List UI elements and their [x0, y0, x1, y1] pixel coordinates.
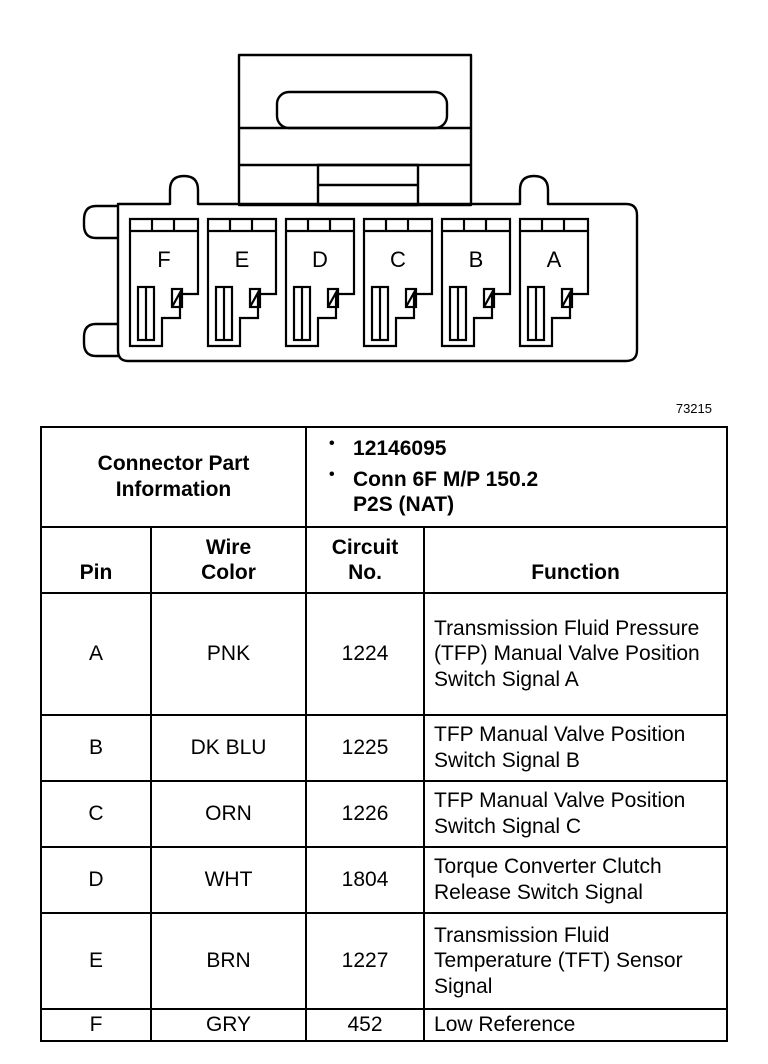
cell-function: Torque Converter Clutch Release Switch S… — [423, 846, 729, 914]
connector-pinout-table: Connector Part Information •12146095 •Co… — [39, 426, 729, 1042]
terminal-marker — [248, 287, 262, 309]
pin-label: F — [157, 247, 170, 272]
table-row: B DK BLU 1225 TFP Manual Valve Position … — [40, 714, 729, 782]
header-pin: Pin — [40, 526, 152, 594]
cell-pin: A — [40, 592, 152, 716]
cell-circuit-no: 452 — [305, 1008, 426, 1042]
connector-left-ear-bottom — [82, 322, 118, 358]
connector-left-ear-top — [82, 204, 118, 240]
part-info-item: •Conn 6F M/P 150.2 P2S (NAT) — [329, 465, 539, 517]
pin-cavity-d: D — [284, 217, 356, 348]
pin-cavity-e: E — [206, 217, 278, 348]
cell-wire-color: PNK — [149, 592, 308, 716]
terminal-marker — [170, 287, 184, 309]
cell-circuit-no: 1225 — [305, 714, 426, 782]
cavity-outline — [440, 217, 512, 348]
terminal-marker — [404, 287, 418, 309]
pin-label: C — [390, 247, 406, 272]
terminal-marker-slash — [561, 288, 573, 308]
terminal-marker-slash — [171, 288, 183, 308]
terminal-marker — [482, 287, 496, 309]
cavity-outline — [284, 217, 356, 348]
pin-label: A — [547, 247, 562, 272]
cell-wire-color: WHT — [149, 846, 308, 914]
pin-cavity-c: C — [362, 217, 434, 348]
terminal-marker — [326, 287, 340, 309]
cell-circuit-no: 1804 — [305, 846, 426, 914]
cell-function: Low Reference — [423, 1008, 729, 1042]
cell-circuit-no: 1224 — [305, 592, 426, 716]
table-row: D WHT 1804 Torque Converter Clutch Relea… — [40, 846, 729, 914]
header-function: Function — [423, 526, 729, 594]
bullet-icon: • — [329, 465, 335, 483]
pin-label: D — [312, 247, 328, 272]
cell-function: TFP Manual Valve Position Switch Signal … — [423, 780, 729, 848]
header-circuit-no: Circuit No. — [305, 526, 426, 594]
pin-cavity-b: B — [440, 217, 512, 348]
pin-cavity-f: F — [128, 217, 200, 348]
pin-label: B — [469, 247, 484, 272]
table-row: E BRN 1227 Transmission Fluid Temperatur… — [40, 912, 729, 1010]
cavity-outline — [362, 217, 434, 348]
table-row: F GRY 452 Low Reference — [40, 1008, 729, 1042]
cell-function: Transmission Fluid Temperature (TFT) Sen… — [423, 912, 729, 1010]
part-info-values: •12146095 •Conn 6F M/P 150.2 P2S (NAT) — [305, 426, 729, 528]
cell-function: TFP Manual Valve Position Switch Signal … — [423, 714, 729, 782]
pin-cavity-a: A — [518, 217, 590, 348]
header-wire-color: Wire Color — [149, 526, 308, 594]
part-info-label: Connector Part Information — [39, 426, 308, 528]
figure-number: 73215 — [675, 401, 712, 416]
terminal-marker — [560, 287, 574, 309]
cell-wire-color: ORN — [149, 780, 308, 848]
cell-pin: B — [40, 714, 152, 782]
cell-circuit-no: 1227 — [305, 912, 426, 1010]
terminal-marker-slash — [483, 288, 495, 308]
terminal-marker-slash — [405, 288, 417, 308]
cell-pin: D — [40, 846, 152, 914]
pin-label: E — [235, 247, 250, 272]
column-header-row: Pin Wire Color Circuit No. Function — [40, 526, 729, 594]
connector-body-outline — [116, 174, 639, 363]
part-info-row: Connector Part Information •12146095 •Co… — [39, 426, 729, 528]
terminal-marker-slash — [249, 288, 261, 308]
cell-pin: C — [40, 780, 152, 848]
table-row: A PNK 1224 Transmission Fluid Pressure (… — [40, 592, 729, 716]
cell-pin: E — [40, 912, 152, 1010]
cell-pin: F — [40, 1008, 152, 1042]
cavity-outline — [518, 217, 590, 348]
terminal-marker-slash — [327, 288, 339, 308]
cell-wire-color: GRY — [149, 1008, 308, 1042]
cell-function: Transmission Fluid Pressure (TFP) Manual… — [423, 592, 729, 716]
connector-lock-tab — [237, 53, 473, 207]
bullet-icon: • — [329, 435, 335, 453]
cell-circuit-no: 1226 — [305, 780, 426, 848]
part-info-item: •12146095 — [329, 435, 447, 461]
cavity-outline — [128, 217, 200, 348]
cavity-outline — [206, 217, 278, 348]
cell-wire-color: BRN — [149, 912, 308, 1010]
table-row: C ORN 1226 TFP Manual Valve Position Swi… — [40, 780, 729, 848]
cell-wire-color: DK BLU — [149, 714, 308, 782]
